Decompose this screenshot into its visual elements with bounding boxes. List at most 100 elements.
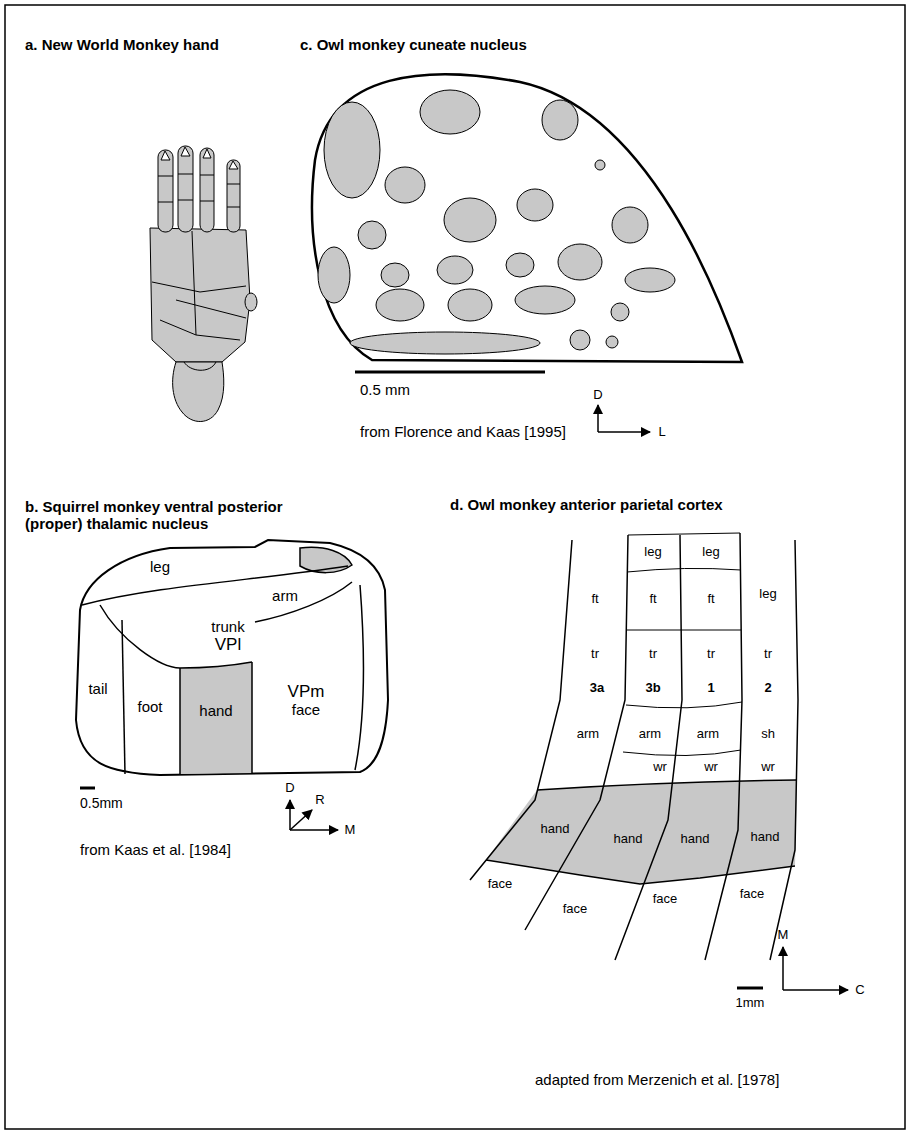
hand-representation-blob <box>420 90 480 134</box>
cortex-map <box>486 780 797 884</box>
map-region: wr <box>701 760 721 777</box>
axis-letter: M <box>778 928 789 943</box>
area-label: 1 <box>707 681 714 696</box>
hand-representation-blob <box>606 336 618 348</box>
hand-drawing <box>178 146 193 232</box>
region-label: foot <box>136 698 164 715</box>
hand-representation-blob <box>558 244 602 280</box>
thalamus-map <box>82 566 348 605</box>
hand-drawing <box>173 362 224 422</box>
map-region: face <box>650 892 681 909</box>
region-label: tail <box>87 680 109 697</box>
map-region: leg <box>147 558 174 578</box>
panel-title: d. Owl monkey anterior parietal cortex <box>450 496 723 513</box>
hand-representation-blob <box>350 332 540 354</box>
map-region: tr <box>646 647 660 664</box>
map-region: tr <box>761 647 775 664</box>
hand-representation-blob <box>358 221 386 249</box>
cortex-map <box>627 568 741 572</box>
axis-letter: D <box>285 781 294 796</box>
hand-representation-blob <box>595 160 605 170</box>
map-region: hand <box>611 832 646 849</box>
region-label: face <box>487 877 514 892</box>
map-region: foot <box>134 698 166 718</box>
orientation-axes <box>782 947 784 990</box>
region-label: hand <box>750 830 781 845</box>
region-label: hand <box>198 702 234 719</box>
cortex-map <box>470 533 798 960</box>
orientation-axes <box>290 800 338 830</box>
map-region: wr <box>650 760 670 777</box>
hand-representation-blob <box>515 286 575 314</box>
orientation-axes <box>289 800 291 830</box>
region-label: face <box>739 887 766 902</box>
hand-representation-blob <box>324 102 380 198</box>
cuneate-nucleus <box>312 74 742 362</box>
hand-drawing <box>161 147 238 169</box>
map-region: arm <box>694 727 723 744</box>
hand-representation-blob <box>318 247 350 303</box>
map-region: ft <box>646 592 660 609</box>
thalamus-map <box>122 620 125 774</box>
orientation-axes <box>783 989 848 991</box>
scale-bar <box>80 787 95 790</box>
orientation-axes <box>597 405 599 432</box>
map-region: hand <box>196 702 236 722</box>
cortex-map <box>626 702 742 708</box>
cortex-map <box>627 630 741 631</box>
region-label: wr <box>652 760 668 775</box>
map-region: face <box>560 902 591 919</box>
map-region: hand <box>538 822 573 839</box>
map-region: leg <box>756 587 780 604</box>
cortex-map <box>705 533 742 960</box>
region-label: leg <box>758 587 778 602</box>
region-label: arm <box>638 727 663 742</box>
region-label: ft <box>590 592 600 607</box>
hand-representation-blob <box>448 289 492 321</box>
region-label: wr <box>703 760 719 775</box>
axis-letter: M <box>345 823 356 838</box>
hand-drawing <box>184 362 216 370</box>
hand-drawing <box>150 146 257 422</box>
cortex-map <box>770 540 798 960</box>
hand-representation-blob <box>570 330 590 350</box>
scale-bar <box>355 371 545 374</box>
cortex-map <box>628 533 740 535</box>
region-label: tr <box>648 647 658 662</box>
cortex-map <box>486 860 795 884</box>
map-region: ft <box>588 592 602 609</box>
cortex-map <box>537 780 797 790</box>
map-region: sh <box>758 727 778 744</box>
region-label: tr <box>590 647 600 662</box>
region-label: VPl <box>210 635 246 655</box>
region-label: hand <box>540 822 571 837</box>
hand-representation-blob <box>612 207 648 243</box>
map-region: leg <box>641 545 665 562</box>
map-region: arm <box>636 727 665 744</box>
hand-representation-blob <box>611 303 629 321</box>
map-region: ft <box>704 592 718 609</box>
region-label: wr <box>760 760 776 775</box>
map-region: face <box>485 877 516 894</box>
area-label: 3a <box>590 681 604 696</box>
hand-drawing <box>150 228 250 362</box>
thalamus-map <box>180 662 252 774</box>
source-citation: from Florence and Kaas [1995] <box>360 423 566 440</box>
region-label: VPm <box>287 682 326 702</box>
thalamus-map <box>76 540 388 775</box>
region-label: arm <box>576 727 601 742</box>
axis-letter: R <box>315 793 324 808</box>
hand-representation-blob <box>542 100 578 140</box>
region-label: leg <box>701 545 721 560</box>
orientation-axes <box>783 947 848 990</box>
panel-title: b. Squirrel monkey ventral posterior (pr… <box>25 498 330 533</box>
cortex-map <box>525 535 628 930</box>
hand-representation-blob <box>517 189 553 221</box>
map-region: leg <box>699 545 723 562</box>
region-label: ft <box>706 592 716 607</box>
region-label: face <box>652 892 679 907</box>
